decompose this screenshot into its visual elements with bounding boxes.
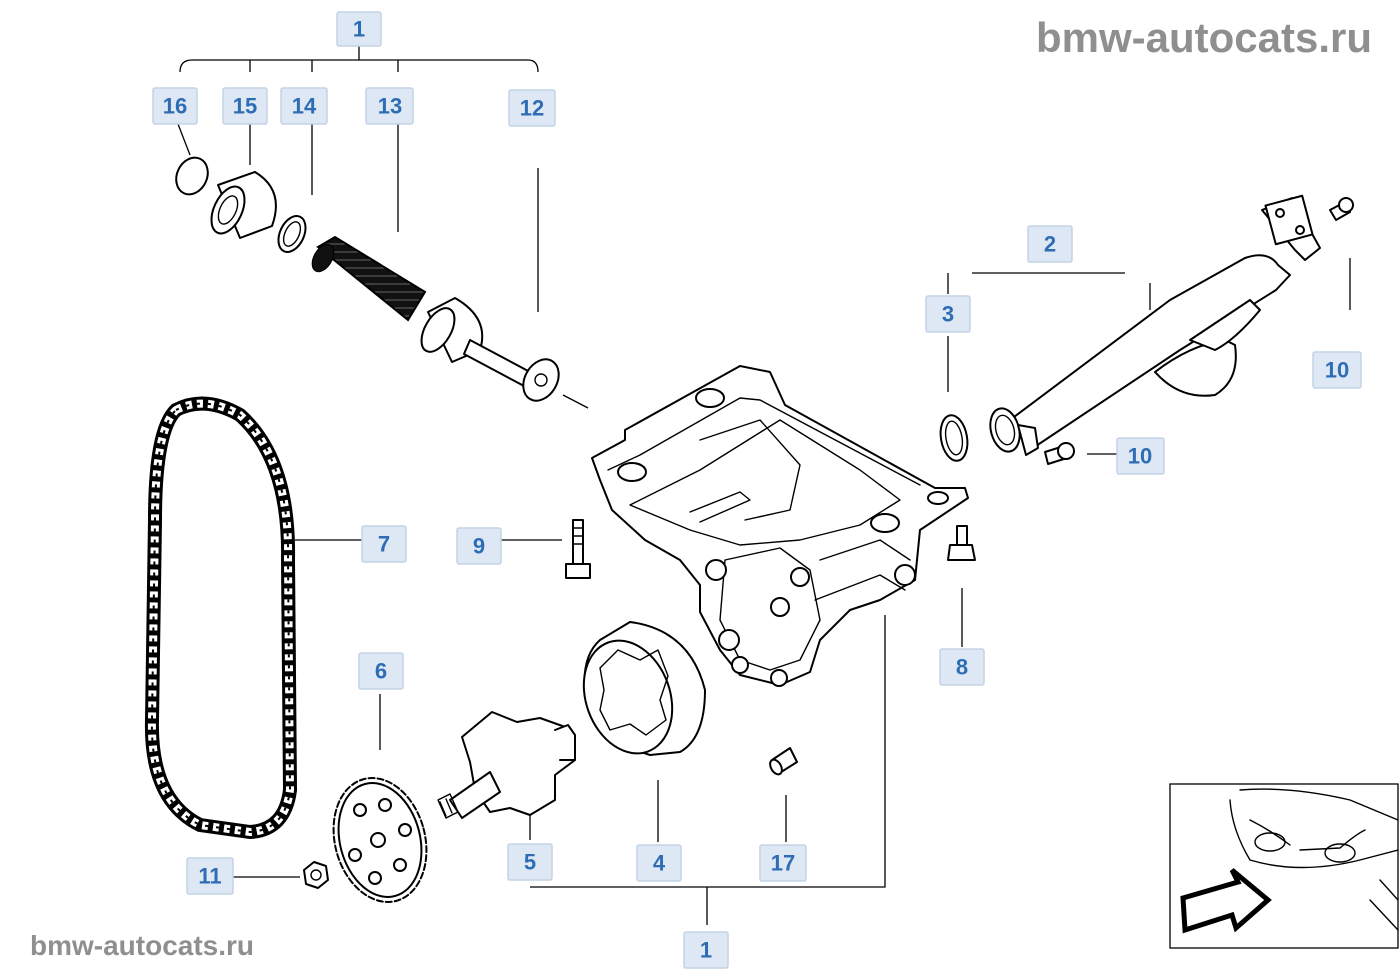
label-15[interactable]: 15	[222, 87, 268, 125]
direction-arrow-icon	[1180, 868, 1272, 934]
label-8[interactable]: 8	[939, 648, 985, 686]
svg-text:1: 1	[353, 17, 365, 42]
oil-pump-housing	[591, 365, 969, 687]
label-10-right[interactable]: 10	[1312, 351, 1362, 389]
sprocket-6	[332, 777, 428, 903]
watermark-bottom: bmw-autocats.ru	[30, 930, 254, 961]
svg-text:3: 3	[942, 302, 954, 327]
seal-ring-3	[939, 414, 969, 462]
svg-text:4: 4	[653, 851, 666, 876]
suction-pipe-2	[989, 194, 1321, 456]
svg-text:5: 5	[524, 850, 536, 875]
label-12[interactable]: 12	[508, 89, 556, 127]
label-9[interactable]: 9	[456, 527, 502, 565]
ring-14	[277, 215, 307, 253]
label-1-top[interactable]: 1	[336, 11, 382, 47]
svg-text:10: 10	[1128, 444, 1152, 469]
label-11[interactable]: 11	[186, 857, 234, 895]
svg-text:15: 15	[233, 94, 257, 119]
timing-chain-7	[144, 396, 298, 840]
bolt-8	[947, 525, 976, 561]
outer-rotor-4	[582, 621, 706, 756]
svg-text:12: 12	[520, 96, 544, 121]
spring-13	[311, 235, 427, 322]
label-7[interactable]: 7	[361, 525, 407, 563]
svg-text:10: 10	[1325, 358, 1349, 383]
bolt-10-top	[1329, 197, 1354, 221]
dowel-pin-17	[769, 747, 798, 776]
svg-text:13: 13	[378, 94, 402, 119]
label-5[interactable]: 5	[507, 843, 553, 881]
label-1-bottom[interactable]: 1	[683, 931, 729, 969]
label-2[interactable]: 2	[1027, 225, 1073, 263]
watermark-top: bmw-autocats.ru	[1036, 14, 1372, 61]
car-location-thumbnail	[1169, 783, 1399, 949]
svg-text:6: 6	[375, 659, 387, 684]
svg-text:14: 14	[292, 94, 317, 119]
svg-text:8: 8	[956, 655, 968, 680]
svg-text:17: 17	[771, 851, 795, 876]
leader-lines	[177, 46, 1351, 925]
label-4[interactable]: 4	[636, 844, 682, 882]
piston-12	[420, 297, 560, 402]
label-6[interactable]: 6	[358, 652, 404, 690]
label-14[interactable]: 14	[280, 87, 328, 125]
svg-text:11: 11	[198, 864, 221, 889]
svg-text:1: 1	[700, 938, 712, 963]
label-16[interactable]: 16	[152, 87, 198, 125]
inner-rotor-5	[437, 711, 576, 819]
svg-text:7: 7	[378, 532, 390, 557]
label-3[interactable]: 3	[925, 295, 971, 333]
label-17[interactable]: 17	[759, 844, 807, 882]
svg-text:16: 16	[163, 94, 187, 119]
sleeve-15	[210, 171, 277, 239]
label-13[interactable]: 13	[365, 87, 414, 125]
svg-text:9: 9	[473, 534, 485, 559]
o-ring-16	[175, 156, 209, 196]
bolt-10-mid	[1044, 442, 1075, 465]
svg-text:2: 2	[1044, 232, 1056, 257]
nut-11	[303, 861, 329, 889]
bolt-9	[565, 519, 591, 579]
label-10-mid[interactable]: 10	[1116, 437, 1165, 475]
